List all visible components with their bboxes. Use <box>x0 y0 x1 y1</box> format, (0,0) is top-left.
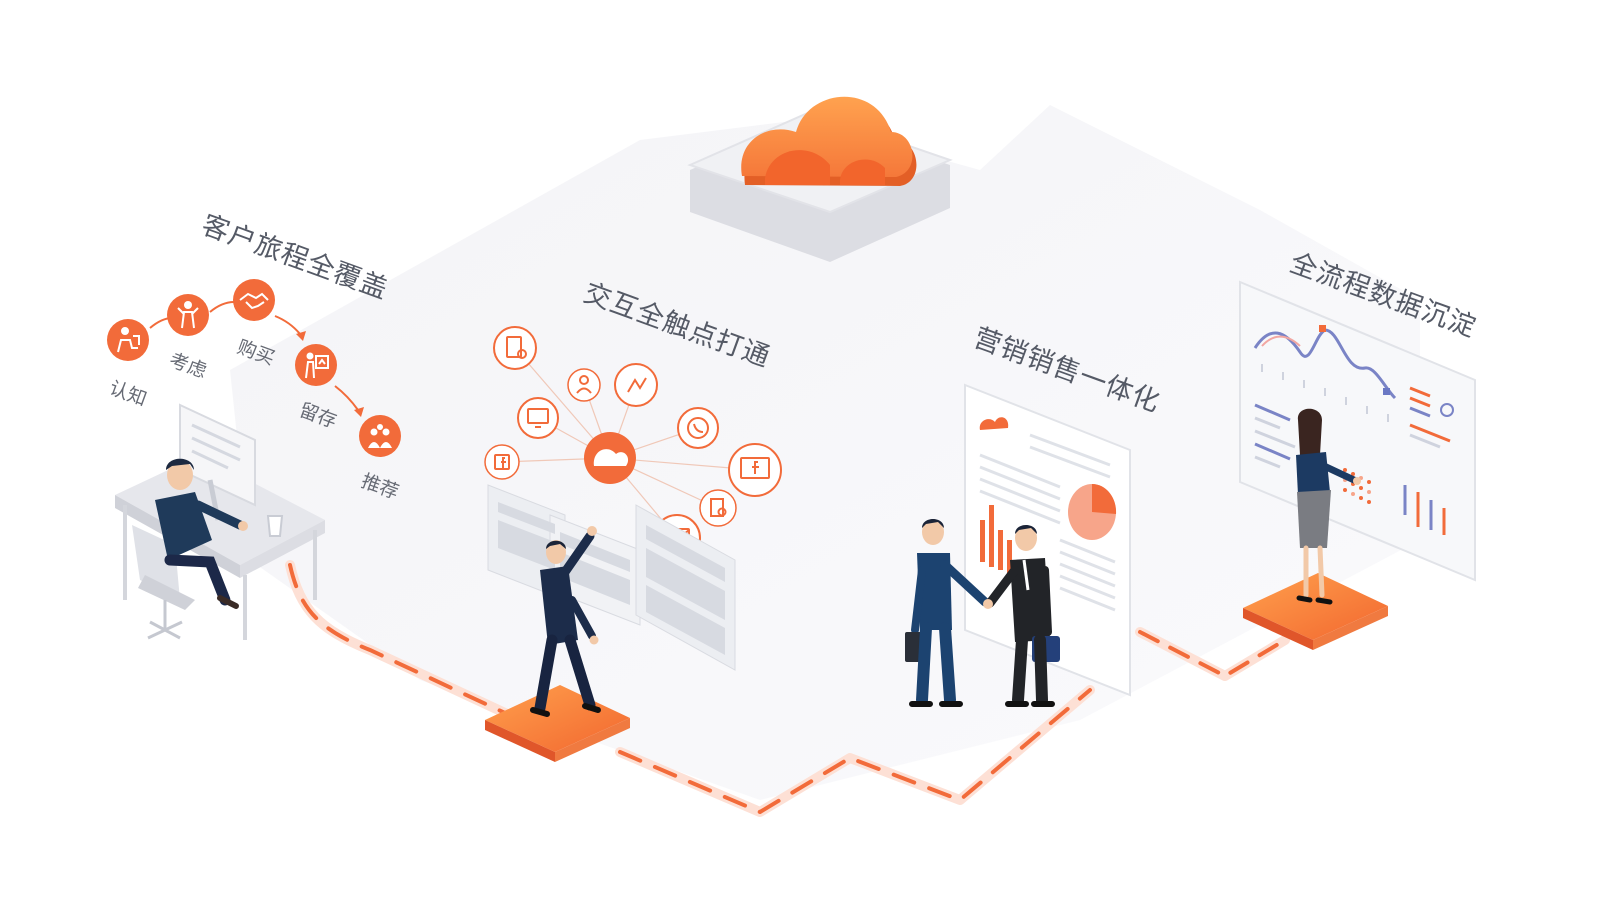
section-title-journey: 客户旅程全覆盖 <box>198 209 393 305</box>
handshake-icon <box>239 292 269 310</box>
touchpoint-network <box>484 326 782 562</box>
stage-label: 考虑 <box>166 349 209 383</box>
document-gear-icon <box>493 326 537 370</box>
process-connector <box>285 560 1290 817</box>
handshake-illustration <box>905 519 1060 707</box>
presentation-person-icon <box>305 352 329 379</box>
whatsapp-icon <box>677 407 719 449</box>
bar-graphic <box>980 505 1012 575</box>
journey-stage-retention: 留存 <box>295 344 340 433</box>
cloud-logo-icon <box>741 96 917 186</box>
journey-stage-purchase: 购买 <box>233 279 278 370</box>
monitor-icon <box>517 397 559 439</box>
journey-stage-consideration: 考虑 <box>166 294 210 383</box>
touchpoint-hub-icon <box>584 432 636 484</box>
awareness-person-icon <box>117 327 140 353</box>
coffee-cup <box>266 515 284 537</box>
messenger-icon <box>614 363 658 407</box>
document-settings-icon <box>699 489 737 527</box>
journey-stage-awareness: 认知 <box>106 319 150 411</box>
thinking-person-icon <box>177 301 199 329</box>
pie-graphic <box>1068 483 1117 540</box>
report-panel <box>964 383 1131 697</box>
group-share-icon <box>368 424 392 448</box>
computer-monitor <box>179 403 256 507</box>
stage-label: 认知 <box>106 377 149 411</box>
woman-presenting-illustration <box>1296 408 1361 605</box>
person-at-desk-illustration <box>115 403 325 640</box>
dot-matrix-graphic <box>1343 468 1371 504</box>
cloud-platform <box>687 96 953 262</box>
man-pointing-illustration <box>530 526 601 717</box>
pedestal-data <box>1243 573 1388 650</box>
